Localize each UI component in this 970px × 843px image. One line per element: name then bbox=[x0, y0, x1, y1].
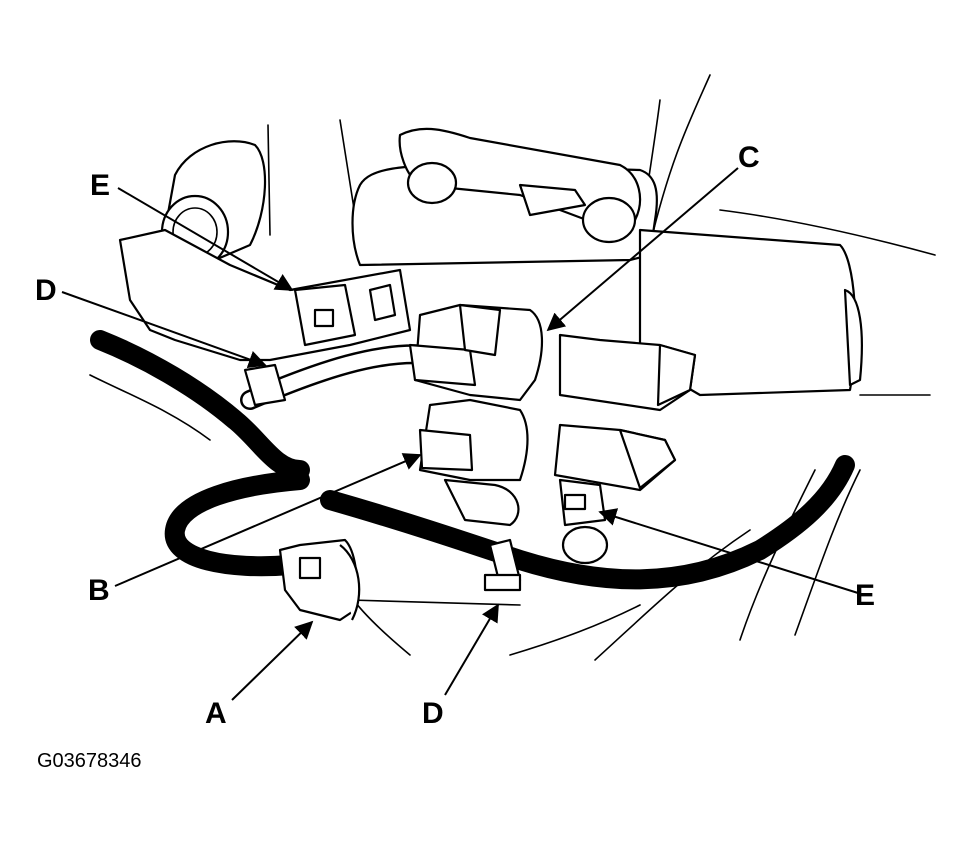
lower-harness bbox=[164, 455, 855, 590]
callout-d-left: D bbox=[35, 274, 57, 307]
lower-clip bbox=[483, 538, 522, 592]
leader-lines bbox=[61, 167, 859, 701]
leader-e-left bbox=[117, 187, 294, 291]
manifold-body bbox=[351, 127, 863, 397]
connector-c bbox=[408, 303, 544, 402]
right-connectors bbox=[553, 333, 697, 565]
callout-c: C bbox=[738, 141, 760, 174]
figure-id: G03678346 bbox=[37, 750, 142, 772]
mounting-bracket bbox=[118, 228, 412, 362]
connector-a bbox=[278, 538, 361, 622]
callout-d-bottom: D bbox=[422, 697, 444, 730]
leader-c bbox=[546, 167, 739, 332]
connector-b bbox=[418, 398, 529, 527]
callout-e-right: E bbox=[855, 579, 875, 612]
leader-d-bottom bbox=[444, 603, 499, 696]
leader-a bbox=[231, 620, 314, 701]
callout-e-left: E bbox=[90, 169, 110, 202]
leader-e-right bbox=[598, 508, 859, 594]
leader-d-left bbox=[61, 291, 267, 368]
leader-b bbox=[114, 453, 422, 587]
callout-a: A bbox=[205, 697, 227, 730]
callout-b: B bbox=[88, 574, 110, 607]
